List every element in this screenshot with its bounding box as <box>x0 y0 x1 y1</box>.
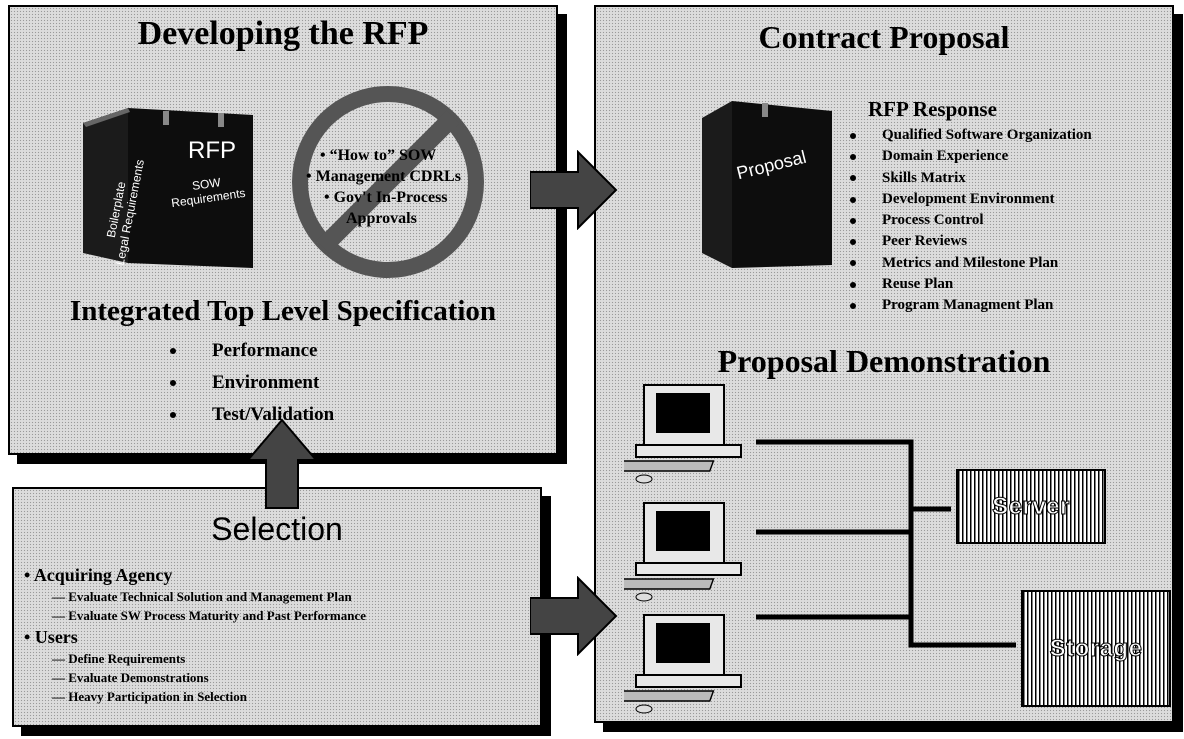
response-item: Metrics and Milestone Plan <box>850 253 1092 274</box>
arrow-right-top-icon <box>530 150 618 230</box>
selection-group-label: • Users <box>24 627 78 647</box>
selection-sub-item: — Evaluate SW Process Maturity and Past … <box>52 608 366 623</box>
selection-panel: Selection • Acquiring Agency — Evaluate … <box>12 487 542 727</box>
rfp-binder-title: RFP <box>188 137 236 164</box>
storage-label: Storage <box>1049 634 1143 662</box>
computer-1-icon <box>624 384 742 484</box>
response-list: Qualified Software Organization Domain E… <box>850 125 1092 317</box>
storage-box: Storage <box>1021 590 1171 707</box>
response-item: Qualified Software Organization <box>850 125 1092 146</box>
computer-2-icon <box>624 502 742 602</box>
prohibited-item: Approvals <box>346 210 417 227</box>
server-box: Server <box>956 469 1106 544</box>
response-item: Domain Experience <box>850 146 1092 167</box>
spec-item: Environment <box>170 367 334 399</box>
contract-panel: Contract Proposal Proposal RFP Response … <box>594 5 1174 723</box>
arrow-right-bottom-icon <box>530 576 618 656</box>
selection-group-label: • Acquiring Agency <box>24 565 173 585</box>
prohibited-items: • “How to” SOW • Management CDRLs • Gov'… <box>306 145 476 229</box>
selection-sub-item: — Evaluate Demonstrations <box>52 670 209 685</box>
selection-sub-item: — Evaluate Technical Solution and Manage… <box>52 589 352 604</box>
rfp-panel-title: Developing the RFP <box>137 15 429 52</box>
rfp-binder-image <box>83 108 253 268</box>
spec-item: Test/Validation <box>170 399 334 431</box>
response-item: Development Environment <box>850 189 1092 210</box>
response-item: Reuse Plan <box>850 274 1092 295</box>
spec-title: Integrated Top Level Specification <box>69 295 497 327</box>
proposal-binder-image <box>702 101 832 268</box>
selection-sub-item: — Define Requirements <box>52 651 186 666</box>
spec-item: Performance <box>170 335 334 367</box>
prohibited-sign-icon <box>292 86 484 278</box>
response-item: Peer Reviews <box>850 231 1092 252</box>
contract-title: Contract Proposal <box>758 19 1010 55</box>
prohibited-item: • Gov't In-Process <box>324 189 448 206</box>
demo-title: Proposal Demonstration <box>717 343 1051 379</box>
arrow-up-icon <box>246 418 318 509</box>
computer-3-icon <box>624 614 742 714</box>
server-label: Server <box>992 492 1070 520</box>
response-item: Process Control <box>850 210 1092 231</box>
response-item: Program Managment Plan <box>850 295 1092 316</box>
selection-sub-item: — Heavy Participation in Selection <box>52 689 247 704</box>
prohibited-item: • Management CDRLs <box>306 168 461 185</box>
rfp-panel: Developing the RFP Boilerplate Legal Req… <box>8 5 558 455</box>
spec-list: Performance Environment Test/Validation <box>170 335 334 431</box>
selection-title: Selection <box>211 511 343 547</box>
network-lines <box>756 439 1016 648</box>
response-item: Skills Matrix <box>850 168 1092 189</box>
prohibited-item: • “How to” SOW <box>320 147 437 164</box>
selection-groups: • Acquiring Agency — Evaluate Technical … <box>24 563 366 706</box>
response-title: RFP Response <box>868 97 997 121</box>
